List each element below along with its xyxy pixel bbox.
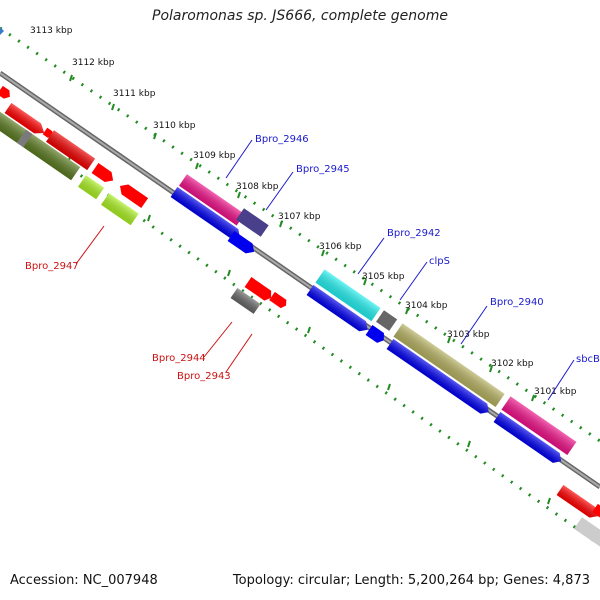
marker-top-left [0, 27, 4, 35]
gene-feature [393, 323, 505, 407]
gene-label-bpro-2945: Bpro_2945 [296, 164, 350, 175]
gene-feature [501, 396, 577, 456]
gene-feature [101, 193, 139, 226]
gene-features-right [306, 269, 600, 552]
gene-feature [0, 85, 10, 99]
map-title: Polaromonas sp. JS666, complete genome [152, 8, 448, 24]
tick-label: 3111 kbp [113, 89, 156, 99]
gene-feature [269, 291, 287, 309]
gene-label-bpro-2947: Bpro_2947 [25, 261, 79, 272]
gene-label-bpro-2943: Bpro_2943 [177, 371, 231, 382]
gene-feature [179, 174, 245, 226]
gene-feature [493, 412, 562, 463]
tick-label: 3105 kbp [362, 272, 405, 282]
accession-text: Accession: NC_007948 [10, 573, 158, 588]
gene-label-bpro-2946: Bpro_2946 [255, 134, 309, 145]
tick-label: 3103 kbp [447, 330, 490, 340]
gene-feature [227, 231, 255, 254]
tick-labels: 3113 kbp 3112 kbp 3111 kbp 3110 kbp 3109… [30, 26, 577, 397]
gene-labels: Bpro_2946 Bpro_2945 Bpro_2942 clpS Bpro_… [25, 134, 600, 382]
tick-label: 3104 kbp [405, 301, 448, 311]
tick-label: 3110 kbp [153, 121, 196, 131]
gene-feature [574, 517, 600, 552]
tick-label: 3112 kbp [72, 58, 115, 68]
tick-label: 3107 kbp [278, 212, 321, 222]
gene-feature [4, 103, 45, 134]
gene-feature [91, 163, 114, 183]
gene-label-bpro-2944: Bpro_2944 [152, 353, 206, 364]
gene-label-bpro-2942: Bpro_2942 [387, 228, 441, 239]
gene-feature [170, 187, 240, 239]
topology-summary-text: Topology: circular; Length: 5,200,264 bp… [232, 573, 590, 588]
gene-features-middle [170, 174, 287, 314]
gene-feature [46, 130, 96, 171]
gene-feature [244, 277, 272, 301]
tick-label: 3108 kbp [236, 182, 279, 192]
label-leaders [75, 139, 575, 401]
gene-feature [78, 175, 105, 200]
gene-label-sbcb: sbcB [576, 354, 600, 365]
gene-feature [592, 503, 600, 519]
tick-label: 3101 kbp [534, 387, 577, 397]
gene-feature [120, 184, 149, 208]
tick-label: 3102 kbp [491, 359, 534, 369]
gene-features-upper-left [0, 85, 149, 226]
gene-feature [236, 208, 269, 237]
gene-feature [556, 485, 598, 518]
gene-feature [0, 111, 81, 181]
gene-feature [365, 325, 384, 343]
tick-label: 3106 kbp [319, 242, 362, 252]
gene-feature [376, 310, 398, 331]
gene-feature [386, 339, 489, 414]
tick-tracks [0, 26, 600, 547]
gene-feature [315, 269, 381, 322]
gene-label-clps: clpS [429, 256, 450, 267]
gene-feature [230, 288, 261, 314]
tick-label: 3109 kbp [193, 151, 236, 161]
outer-tick-track [0, 26, 600, 443]
outer-major-ticks [69, 74, 535, 402]
gene-label-bpro-2940: Bpro_2940 [490, 297, 544, 308]
gene-feature [306, 285, 368, 332]
tick-label: 3113 kbp [30, 26, 73, 36]
